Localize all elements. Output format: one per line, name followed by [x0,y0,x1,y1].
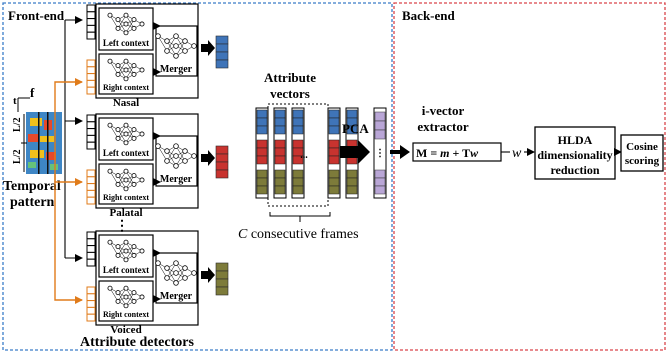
front-end-label: Front-end [8,8,65,23]
half-window-bottom: L/2 [12,150,23,164]
frame-stack-right [86,59,96,95]
merger-label: Merger [160,291,193,302]
merger-network-icon [155,143,197,169]
detector-output-vector [215,145,229,179]
frame-stack-left [86,231,96,267]
left-context-label: Left context [103,38,149,48]
detector-frame [95,230,199,326]
detector-output-vector [215,35,229,69]
right-context-network-icon [107,168,145,192]
attribute-vector-column [291,107,305,199]
detector-output-arrow [201,40,215,56]
left-context-network-icon [107,122,145,146]
ivector-equation: M = m + Tw [416,146,479,160]
frame-stack-right [86,286,96,322]
attribute-vector-column [273,107,287,199]
temporal-feed-arrows [54,78,83,304]
detector-output-vector [215,262,229,296]
left-context-network-icon [107,239,145,263]
detector-frame [95,113,199,209]
left-context-network-icon [107,12,145,36]
hlda-box [534,126,616,180]
cosine-scoring-box [620,134,664,172]
left-context-label: Left context [103,265,149,275]
pca-output-vector: ⋮ [373,107,387,199]
detector-name: Voiced [110,324,141,336]
front-end-region [2,2,393,351]
detector-frame [95,3,199,99]
attribute-vector-column [327,107,341,199]
frames-brace [269,212,331,217]
frame-stack-left [86,114,96,150]
left-context-label: Left context [103,148,149,158]
time-axis-label: t [13,95,17,107]
right-context-label: Right context [103,193,149,202]
extractor-input-arrow [390,145,410,159]
merger-label: Merger [160,64,193,75]
ivector-output-symbol: w [512,146,522,161]
frame-stack-left [86,4,96,40]
right-context-network-icon [107,58,145,82]
detector-name: Nasal [113,97,139,109]
input-feed-arrows [64,16,83,262]
merger-network-icon [155,260,197,286]
merger-label: Merger [160,174,193,185]
merger-network-icon [155,33,197,59]
right-context-label: Right context [103,310,149,319]
attribute-vector-column [255,107,269,199]
detector-output-arrow [201,267,215,283]
detector-name: Palatal [110,207,143,219]
back-end-region [393,2,666,351]
consecutive-frames-label: C consecutive frames [238,227,359,242]
back-end-label: Back-end [402,8,456,23]
pca-arrow [340,140,370,164]
input-spectrogram [26,112,62,174]
attribute-vector-dots: ... [300,150,308,161]
half-window-top: L/2 [12,118,23,132]
right-context-network-icon [107,285,145,309]
frame-stack-right [86,169,96,205]
axis-markers [17,97,30,172]
detector-output-arrow [201,150,215,166]
detector-ellipsis: ⋮ [115,219,129,234]
pca-vector-dots: ⋮ [375,148,385,159]
attribute-detectors-label: Attribute detectors [80,335,194,350]
freq-axis-label: f [30,85,35,100]
pca-label: PCA [342,121,369,136]
right-context-label: Right context [103,83,149,92]
